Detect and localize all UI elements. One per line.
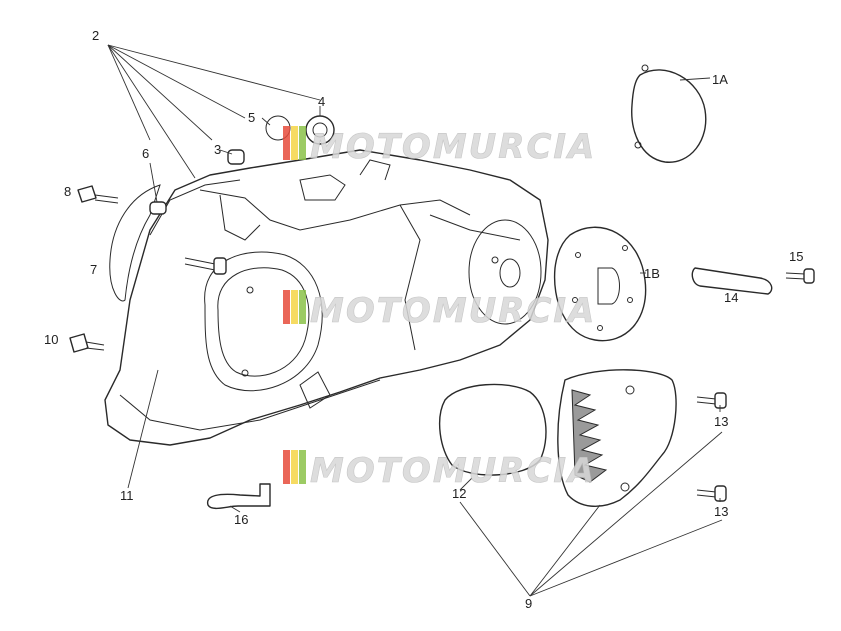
callout-15: 15 — [789, 249, 803, 264]
callout-16: 16 — [234, 512, 248, 527]
watermark-text: MOTOMURCIA — [310, 451, 596, 491]
watermark-bottom: MOTOMURCIA — [283, 450, 596, 491]
callout-5: 5 — [248, 110, 255, 125]
gasket-part-7 — [109, 184, 161, 302]
callout-11: 11 — [120, 488, 134, 503]
airbox-cover-part-9 — [557, 369, 677, 507]
callout-13-upper: 13 — [714, 414, 728, 429]
filter-element-part-12 — [439, 383, 547, 476]
callout-14: 14 — [724, 290, 738, 305]
bracket-part-16 — [206, 483, 271, 510]
callout-3: 3 — [214, 142, 221, 157]
dowel-part-3 — [227, 149, 245, 165]
screw-part-15 — [785, 268, 815, 284]
callout-10: 10 — [44, 332, 58, 347]
callout-9: 9 — [525, 596, 532, 611]
callout-2: 2 — [92, 28, 99, 43]
clip-part-14 — [691, 267, 773, 295]
dowel-part-6 — [149, 201, 167, 215]
callout-7: 7 — [90, 262, 97, 277]
bolt-part-8 — [77, 185, 119, 204]
watermark-text: MOTOMURCIA — [310, 291, 596, 331]
callout-6: 6 — [142, 146, 149, 161]
bolt-part-10 — [69, 333, 105, 353]
callout-12: 12 — [452, 486, 466, 501]
callout-8: 8 — [64, 184, 71, 199]
leader-lines — [107, 44, 723, 597]
long-bolt — [184, 257, 227, 275]
callout-4: 4 — [318, 94, 325, 109]
callout-1A: 1A — [712, 72, 728, 87]
callout-1B: 1B — [644, 266, 660, 281]
callout-13-lower: 13 — [714, 504, 728, 519]
cover-part-1A — [631, 64, 707, 163]
screw-part-13-upper — [696, 392, 727, 409]
crankcase-cover — [104, 149, 549, 446]
watermark-top: MOTOMURCIA — [283, 126, 596, 167]
cover-part-1B — [553, 226, 647, 342]
watermark-text: MOTOMURCIA — [310, 127, 596, 167]
callout-labels: 2 4 5 3 6 8 7 10 11 16 1A 1B 15 14 13 13… — [44, 28, 803, 611]
watermark-middle: MOTOMURCIA — [283, 290, 596, 331]
screw-part-13-lower — [696, 485, 727, 502]
